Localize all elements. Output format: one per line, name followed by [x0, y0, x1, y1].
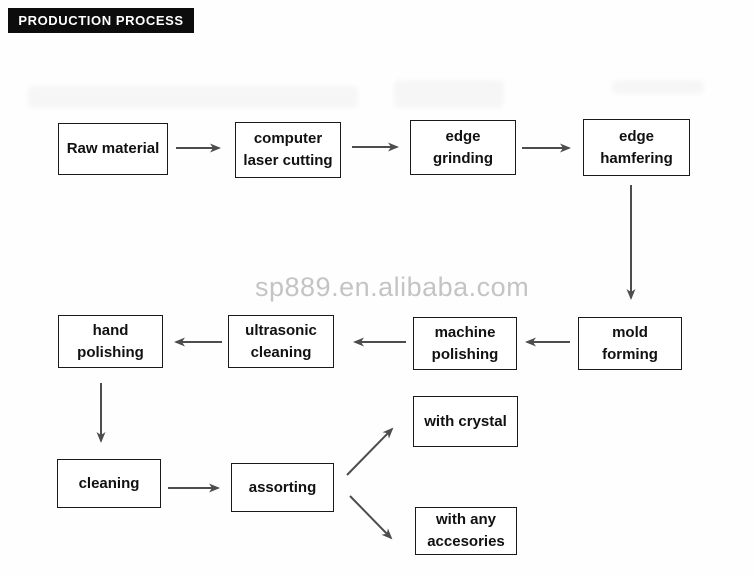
node-edge-hamfering: edge hamfering	[583, 119, 690, 176]
node-label: hand	[92, 321, 129, 339]
node-label: machine	[434, 323, 496, 341]
node-label: polishing	[431, 345, 499, 363]
node-computer-laser-cutting: computer laser cutting	[235, 122, 341, 178]
node-assorting: assorting	[231, 463, 334, 512]
ghost-smudge-right	[612, 80, 704, 94]
node-label: ultrasonic	[245, 321, 317, 339]
node-label: cleaning	[250, 343, 312, 361]
node-label: forming	[602, 345, 658, 363]
node-label: assorting	[248, 478, 317, 496]
arrow-assorting-to-with-crystal	[346, 427, 394, 476]
node-label: edge	[445, 127, 481, 145]
node-label: Raw material	[66, 140, 160, 157]
node-label: mold	[612, 323, 648, 341]
node-with-crystal: with crystal	[413, 396, 518, 447]
node-label: grinding	[433, 149, 493, 167]
node-label: with crystal	[424, 412, 507, 430]
node-label: hamfering	[600, 149, 673, 167]
node-edge-grinding: edge grinding	[410, 120, 516, 175]
node-label: polishing	[77, 343, 144, 361]
node-label: with any	[435, 511, 496, 528]
node-label: cleaning	[78, 474, 140, 492]
node-with-any-accesories: with any accesories	[415, 507, 517, 555]
node-machine-polishing: machine polishing	[413, 317, 517, 370]
node-label: laser cutting	[243, 152, 333, 169]
node-hand-polishing: hand polishing	[58, 315, 163, 368]
watermark-text: sp889.en.alibaba.com	[255, 272, 530, 302]
node-ultrasonic-cleaning: ultrasonic cleaning	[228, 315, 334, 368]
arrow-assorting-to-with-any-accesories	[349, 495, 393, 540]
node-label: edge	[618, 127, 654, 145]
node-mold-forming: mold forming	[578, 317, 682, 370]
ghost-smudge-left	[28, 86, 358, 108]
node-raw-material: Raw material	[58, 123, 168, 175]
node-cleaning: cleaning	[57, 459, 161, 508]
node-label: computer	[253, 130, 323, 147]
page-title: PRODUCTION PROCESS	[8, 8, 194, 33]
ghost-smudge-mid	[394, 80, 504, 108]
node-label: accesories	[427, 533, 505, 550]
